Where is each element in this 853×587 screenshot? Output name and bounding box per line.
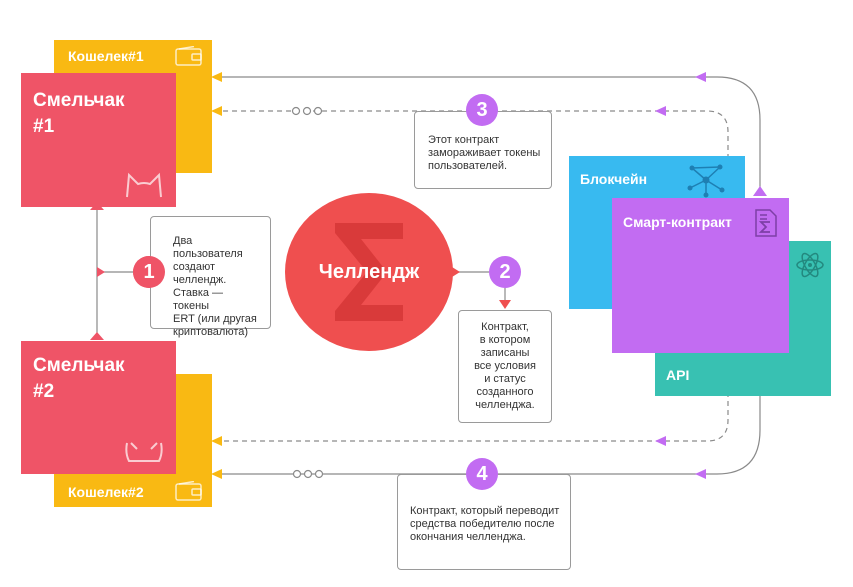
step2-text-line: записаны [480, 347, 530, 359]
sigma-icon [335, 223, 403, 321]
cat-ears-icon [125, 442, 163, 462]
arrow-purple-top-right [695, 72, 706, 82]
wallet2-label: Кошелек#2 [68, 484, 144, 500]
step2-text-line: в котором [479, 334, 531, 346]
arrow-red-step2-down [499, 300, 511, 309]
step1-text-line: челлендж. [173, 274, 227, 286]
connectors [96, 76, 761, 475]
arrow-orange-wallet2-bottom [211, 469, 222, 479]
step3-text-line: пользователей. [428, 160, 508, 172]
step1-badge: 1 [133, 256, 165, 288]
player2-card: Смельчак #2 [21, 341, 176, 474]
arrow-red-challenge [452, 267, 460, 277]
step1-text-line: ERT (или другая [173, 313, 257, 325]
network-icon [687, 164, 725, 198]
player1-name: Смельчак [33, 90, 125, 111]
wallet-icon [175, 481, 202, 501]
step2-note: Контракт, в котором записаны все условия… [458, 310, 552, 423]
step1-note: Два пользователя создают челлендж. Ставк… [150, 216, 271, 338]
chain-links [291, 106, 324, 479]
arrow-red-player2 [90, 332, 104, 340]
step1-text-line: Ставка — токены [173, 287, 224, 312]
step2-text-line: Контракт, [481, 321, 529, 333]
step4-note: Контракт, который переводит средства поб… [397, 474, 571, 570]
step4-text-line: Контракт, который переводит [410, 505, 560, 517]
step2-text-line: созданного [476, 386, 534, 398]
player1-card: Смельчак #1 [21, 73, 176, 207]
step3-text-line: замораживает токены [428, 147, 541, 159]
document-sigma-icon [755, 209, 777, 237]
challenge-circle: Челлендж [285, 193, 453, 351]
api-label: API [666, 367, 690, 383]
player1-number: #1 [33, 116, 55, 137]
line-contract-freeze-bottom [213, 356, 729, 442]
step1-text-line: криптовалюта) [173, 326, 249, 338]
player2-number: #2 [33, 381, 55, 402]
arrow-purple-bottom-right [695, 469, 706, 479]
blockchain-label: Блокчейн [580, 171, 648, 187]
step2-badge: 2 [489, 256, 521, 288]
player2-name: Смельчак [33, 355, 125, 376]
step1-text-line: создают [173, 261, 216, 273]
arrow-orange-wallet2-dashed [211, 436, 222, 446]
atom-icon [796, 252, 824, 278]
arrow-orange-wallet1-top [211, 72, 222, 82]
step2-text-line: все условия [474, 360, 536, 372]
step4-text-line: средства победителю после [410, 518, 555, 530]
step3-text-line: Этот контракт [428, 134, 500, 146]
challenge-label: Челлендж [318, 261, 420, 283]
step2-text-line: и статус [484, 373, 526, 385]
arrow-purple-top-dashed [655, 106, 666, 116]
line-contract-to-wallet2 [213, 356, 761, 475]
cat-ears-icon [126, 172, 162, 198]
line-blockchain-to-wallet1 [213, 76, 761, 193]
smart-contract-label: Смарт-контракт [623, 214, 732, 230]
step3-badge: 3 [466, 94, 498, 126]
line-contract-freeze-top [213, 110, 729, 195]
arrow-purple-bottom-dashed [655, 436, 666, 446]
step2-text-line: челленджа. [475, 399, 535, 411]
smart-contract-card: Смарт-контракт [612, 198, 789, 353]
wallet-icon [175, 46, 202, 66]
arrow-red-step1 [97, 267, 105, 277]
step4-text-line: окончания челленджа. [410, 531, 526, 543]
wallet1-label: Кошелек#1 [68, 48, 144, 64]
step4-badge: 4 [466, 458, 498, 490]
arrow-purple-blockchain-top2 [753, 186, 767, 196]
arrow-orange-wallet1-dashed [211, 106, 222, 116]
step1-text-line: Два пользователя [173, 235, 243, 260]
